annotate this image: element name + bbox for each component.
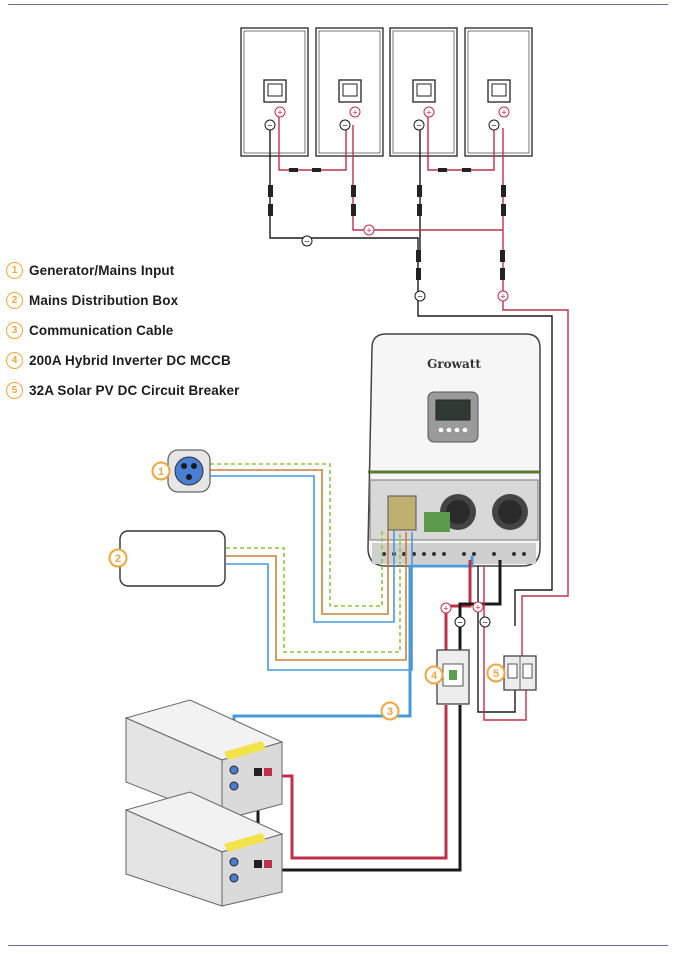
inverter-brand: Growatt <box>427 357 481 371</box>
legend-item-3: 3 Communication Cable <box>6 315 239 345</box>
pv-negative-symbol: − <box>488 119 500 131</box>
svg-text:−: − <box>457 618 462 628</box>
marker-mccb: 4 <box>424 665 444 685</box>
string-negative-symbol: − <box>414 290 426 302</box>
battery-negative-symbol: − <box>454 616 466 628</box>
pv-input-negative-symbol: − <box>479 616 491 628</box>
svg-text:−: − <box>304 237 309 247</box>
pv-negative-symbol: − <box>339 119 351 131</box>
battery-positive-symbol: + <box>440 602 452 614</box>
pv-input-positive-symbol: + <box>472 601 484 613</box>
legend-item-5: 5 32A Solar PV DC Circuit Breaker <box>6 375 239 405</box>
legend-label: 32A Solar PV DC Circuit Breaker <box>29 382 240 398</box>
solar-panel-4 <box>464 27 533 157</box>
svg-text:+: + <box>277 108 282 118</box>
svg-text:−: − <box>342 121 347 131</box>
legend-number: 5 <box>6 381 23 399</box>
legend-number: 3 <box>6 321 23 339</box>
generator-socket <box>167 449 211 493</box>
svg-text:+: + <box>500 292 505 302</box>
legend-item-4: 4 200A Hybrid Inverter DC MCCB <box>6 345 239 375</box>
svg-text:−: − <box>417 292 422 302</box>
marker-comm-cable: 3 <box>380 701 400 721</box>
svg-text:−: − <box>482 618 487 628</box>
legend-item-2: 2 Mains Distribution Box <box>6 285 239 315</box>
svg-text:−: − <box>491 121 496 131</box>
string-positive-symbol: + <box>497 290 509 302</box>
svg-text:+: + <box>426 108 431 118</box>
pv-positive-symbol: + <box>349 106 361 118</box>
svg-text:3: 3 <box>387 706 393 718</box>
pv-dc-breaker <box>503 655 537 691</box>
svg-text:+: + <box>443 604 448 614</box>
battery-wiring <box>232 556 527 872</box>
svg-text:+: + <box>366 226 371 236</box>
marker-generator: 1 <box>151 461 171 481</box>
hybrid-inverter: Growatt <box>367 333 541 567</box>
pv-negative-symbol: − <box>264 119 276 131</box>
string-negative-symbol: − <box>301 235 313 247</box>
polarity-symbols: − + − + − + − + − + − + + − + − <box>264 106 510 628</box>
svg-text:1: 1 <box>158 466 164 478</box>
svg-text:+: + <box>352 108 357 118</box>
solar-panel-3 <box>389 27 458 157</box>
string-positive-symbol: + <box>363 224 375 236</box>
pv-series-links <box>278 112 495 172</box>
pv-negative-symbol: − <box>413 119 425 131</box>
legend-number: 1 <box>6 261 23 279</box>
legend-number: 4 <box>6 351 23 369</box>
marker-pv-breaker: 5 <box>486 663 506 683</box>
legend-label: Mains Distribution Box <box>29 292 179 308</box>
distribution-box <box>119 530 226 587</box>
legend-label: Communication Cable <box>29 322 174 338</box>
top-divider <box>8 4 668 5</box>
pv-positive-symbol: + <box>498 106 510 118</box>
svg-text:4: 4 <box>431 670 438 682</box>
pv-positive-symbol: + <box>274 106 286 118</box>
svg-text:−: − <box>267 121 272 131</box>
ac-wiring <box>210 463 413 671</box>
svg-text:2: 2 <box>115 553 121 565</box>
svg-text:−: − <box>416 121 421 131</box>
battery-unit-1 <box>124 699 284 821</box>
legend-label: 200A Hybrid Inverter DC MCCB <box>29 352 231 368</box>
svg-text:+: + <box>475 603 480 613</box>
legend: 1 Generator/Mains Input 2 Mains Distribu… <box>6 255 239 405</box>
solar-panel-1 <box>240 27 309 157</box>
pv-positive-symbol: + <box>423 106 435 118</box>
marker-distribution-box: 2 <box>108 548 128 568</box>
legend-number: 2 <box>6 291 23 309</box>
bottom-divider <box>8 945 668 946</box>
legend-label: Generator/Mains Input <box>29 262 175 278</box>
battery-unit-2 <box>124 791 284 907</box>
solar-panel-2 <box>315 27 384 157</box>
legend-item-1: 1 Generator/Mains Input <box>6 255 239 285</box>
svg-text:+: + <box>501 108 506 118</box>
svg-text:5: 5 <box>493 668 499 680</box>
mc4-connectors <box>268 185 506 280</box>
